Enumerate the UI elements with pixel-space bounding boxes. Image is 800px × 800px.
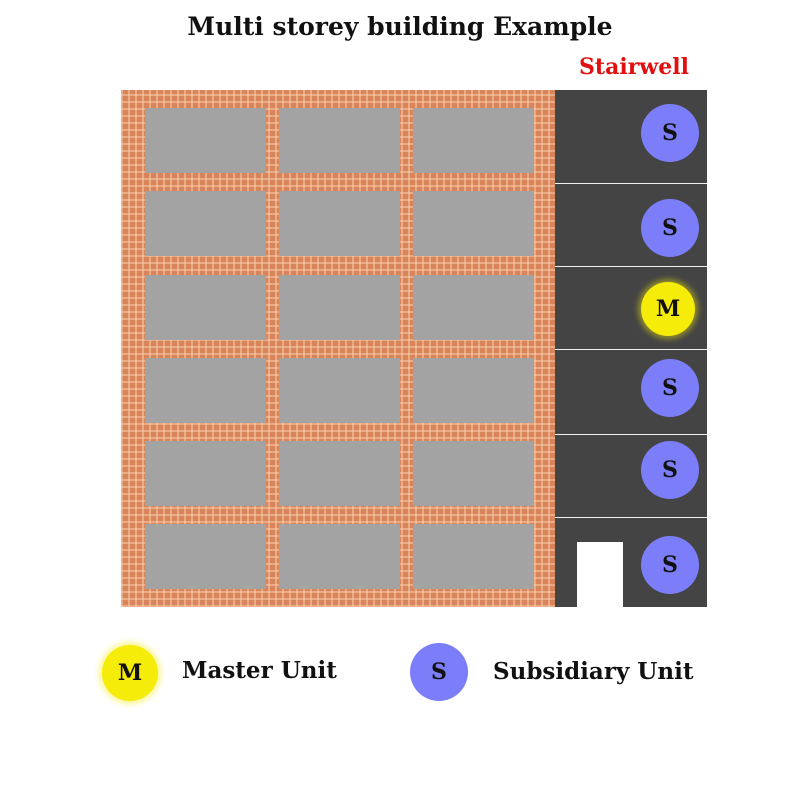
window (145, 524, 266, 589)
window (413, 524, 534, 589)
window (279, 358, 400, 423)
diagram-title: Multi storey building Example (187, 12, 613, 41)
subsidiary-unit-floor-5: S (641, 199, 699, 257)
floor-divider (555, 266, 707, 267)
window (413, 441, 534, 506)
legend-subsidiary-symbol: S (410, 643, 468, 701)
subsidiary-unit-floor-1: S (641, 536, 699, 594)
window (279, 524, 400, 589)
window (145, 191, 266, 256)
master-unit-floor-4: M (641, 282, 695, 336)
window (279, 191, 400, 256)
window (279, 441, 400, 506)
legend-subsidiary-label: Subsidiary Unit (493, 658, 694, 685)
floor-divider (555, 434, 707, 435)
window (413, 358, 534, 423)
window (279, 108, 400, 173)
window (413, 108, 534, 173)
floor-divider (555, 517, 707, 518)
floor-divider (555, 349, 707, 350)
floor-divider (555, 183, 707, 184)
window (145, 441, 266, 506)
building-facade (121, 90, 555, 607)
entrance-door (577, 542, 623, 607)
stairwell: S S M S S S (555, 90, 707, 607)
window (145, 275, 266, 340)
window (279, 275, 400, 340)
window (145, 358, 266, 423)
window (145, 108, 266, 173)
legend-master-symbol: M (102, 645, 158, 701)
subsidiary-unit-floor-3: S (641, 359, 699, 417)
subsidiary-unit-floor-6: S (641, 104, 699, 162)
window (413, 191, 534, 256)
window (413, 275, 534, 340)
legend-master-label: Master Unit (182, 657, 337, 684)
stairwell-label: Stairwell (579, 54, 689, 80)
subsidiary-unit-floor-2: S (641, 441, 699, 499)
